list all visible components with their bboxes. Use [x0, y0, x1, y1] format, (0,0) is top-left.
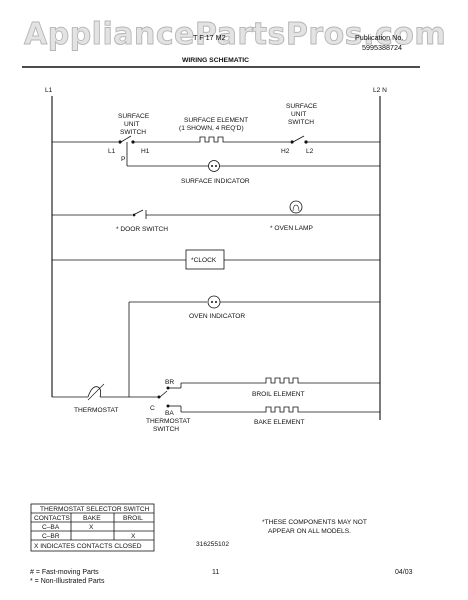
oven-lamp-label: * OVEN LAMP	[270, 225, 313, 232]
bake-element-heater-icon	[262, 406, 302, 413]
surface-switch-left-terminal-l1: L1	[108, 148, 116, 155]
selector-table-cell: C–BR	[42, 533, 60, 540]
surface-switch-right-label-1: SURFACE	[286, 103, 318, 110]
surface-switch-right	[290, 135, 308, 144]
thermostat-label: THERMOSTAT	[74, 407, 118, 414]
surface-switch-right-terminal-l2: L2	[306, 148, 314, 155]
selector-table-cell: X	[131, 533, 136, 540]
selector-switch-table	[30, 503, 155, 552]
surface-switch-right-terminal-h2: H2	[281, 148, 290, 155]
surface-switch-left-terminal-p: P	[121, 156, 126, 163]
selector-table-cell: X	[89, 524, 94, 531]
selector-table-header-contacts: CONTACTS	[34, 515, 70, 522]
page-title: WIRING SCHEMATIC	[182, 57, 249, 64]
legend-non-illustrated: * = Non-Illustrated Parts	[30, 578, 105, 585]
thermostat-switch-label-2: SWITCH	[153, 426, 179, 433]
surface-indicator-lamp-icon	[208, 160, 220, 172]
selector-table-cell: C–BA	[42, 524, 60, 531]
surface-element-label-1: SURFACE ELEMENT	[184, 117, 248, 124]
selector-table-header-bake: BAKE	[83, 515, 101, 522]
surface-switch-left-label-1: SURFACE	[118, 113, 150, 120]
watermark: AppliancePartsPros.com	[24, 17, 446, 52]
thermostat-switch-label-1: THERMOSTAT	[146, 418, 190, 425]
model-number: T F 17 M2	[193, 33, 226, 42]
surface-element-heater-icon	[196, 136, 227, 143]
thermostat-icon	[87, 383, 105, 401]
surface-switch-left-label-3: SWITCH	[120, 129, 146, 136]
clock-box	[185, 249, 225, 270]
broil-element-label: BROIL ELEMENT	[252, 391, 305, 398]
surface-switch-right-label-2: UNIT	[291, 111, 306, 118]
publication-number: 5995388724	[362, 43, 402, 52]
oven-indicator-lamp-icon	[207, 295, 221, 309]
revision-date: 04/03	[395, 569, 413, 576]
page-number: 11	[212, 569, 219, 576]
selector-table-header-broil: BROIL	[123, 515, 143, 522]
thermostat-switch-terminal-ba: BA	[165, 410, 174, 417]
diagram-part-number: 316255102	[196, 541, 229, 548]
surface-switch-right-label-3: SWITCH	[288, 119, 314, 126]
bake-element-label: BAKE ELEMENT	[254, 419, 305, 426]
door-switch-label: * DOOR SWITCH	[116, 226, 168, 233]
door-switch-icon	[132, 209, 147, 219]
clock-label: *CLOCK	[191, 257, 217, 264]
surface-indicator-label: SURFACE INDICATOR	[181, 178, 250, 185]
rail-l1-label: L1	[45, 87, 53, 94]
legend-fast-moving: # = Fast-moving Parts	[30, 569, 99, 576]
broil-element-heater-icon	[262, 377, 302, 384]
publication-label: Publication No.	[355, 33, 403, 42]
thermostat-switch-terminal-c: C	[150, 405, 155, 412]
rail-l2n-label: L2 N	[373, 87, 387, 94]
surface-element-label-2: (1 SHOWN, 4 REQ'D)	[179, 125, 244, 132]
surface-switch-left-terminal-h1: H1	[141, 148, 150, 155]
selector-table-title: THERMOSTAT SELECTOR SWITCH	[40, 506, 150, 513]
oven-indicator-label: OVEN INDICATOR	[189, 313, 245, 320]
oven-lamp-icon	[289, 200, 303, 216]
components-note-line-2: APPEAR ON ALL MODELS.	[268, 528, 351, 535]
surface-switch-left	[118, 135, 135, 144]
components-note-line-1: *THESE COMPONENTS MAY NOT	[262, 519, 367, 526]
selector-table-footnote: X INDICATES CONTACTS CLOSED	[34, 543, 142, 550]
surface-switch-left-label-2: UNIT	[124, 121, 139, 128]
thermostat-switch-terminal-br: BR	[165, 379, 174, 386]
thermostat-switch-icon	[157, 386, 170, 408]
